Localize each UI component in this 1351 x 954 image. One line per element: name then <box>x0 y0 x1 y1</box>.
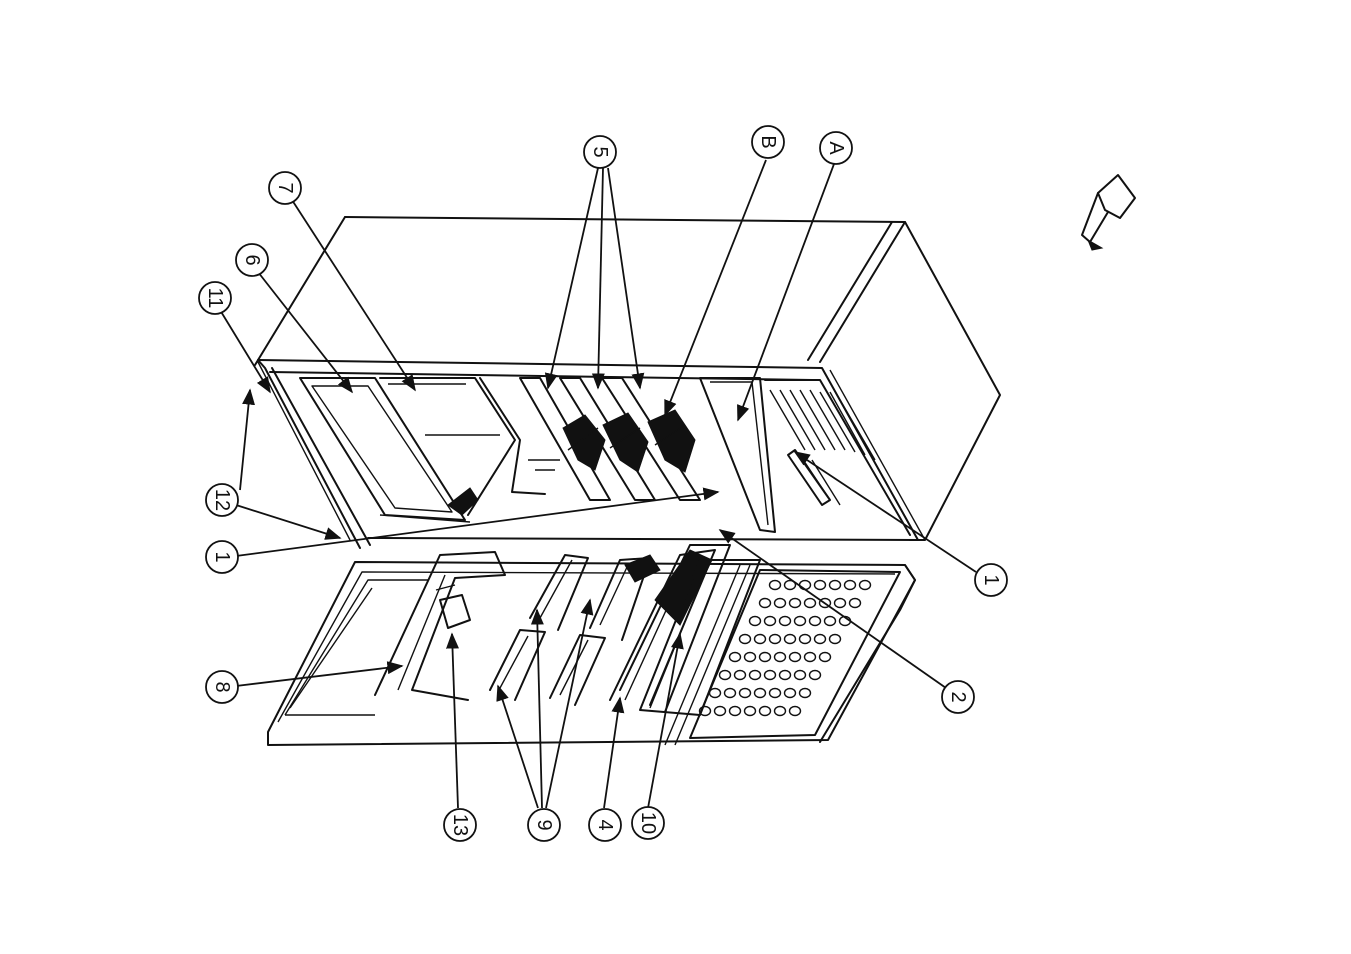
callout-text: 13 <box>449 814 471 836</box>
perforation-hole <box>815 635 826 644</box>
callout-text: 6 <box>241 254 263 265</box>
perforation-hole <box>730 707 741 716</box>
callout-cB: B <box>752 126 784 158</box>
callout-text: B <box>757 135 779 148</box>
callout-c1a: 1 <box>206 541 238 573</box>
perforation-hole <box>760 599 771 608</box>
perforation-hole <box>750 671 761 680</box>
perforation-hole <box>800 689 811 698</box>
perforation-hole <box>790 599 801 608</box>
door-perforated-panel <box>690 570 900 738</box>
callout-c13: 13 <box>444 809 476 841</box>
callout-c9: 9 <box>528 809 560 841</box>
orientation-icon <box>1082 175 1135 250</box>
perforation-hole <box>860 581 871 590</box>
callout-text: 10 <box>637 812 659 834</box>
perforation-hole <box>745 707 756 716</box>
callout-text: 5 <box>589 146 611 157</box>
perforation-hole <box>845 581 856 590</box>
callout-text: 2 <box>947 691 969 702</box>
dairy-compartment <box>375 552 505 700</box>
callout-text: 7 <box>274 182 296 193</box>
callout-text: 9 <box>533 819 555 830</box>
perforation-hole <box>740 635 751 644</box>
callout-c2: 2 <box>942 681 974 713</box>
perforation-hole <box>785 689 796 698</box>
perforation-hole <box>795 671 806 680</box>
perforation-hole <box>825 617 836 626</box>
callout-c7: 7 <box>269 172 301 204</box>
perforation-hole <box>770 635 781 644</box>
callout-text: 1 <box>980 574 1002 585</box>
perforation-hole <box>775 707 786 716</box>
callout-text: 11 <box>204 288 226 309</box>
perforation-hole <box>770 689 781 698</box>
perforation-hole <box>810 671 821 680</box>
perforation-hole <box>850 599 861 608</box>
leader-lines <box>220 160 976 808</box>
perforation-hole <box>745 653 756 662</box>
perforation-hole <box>720 671 731 680</box>
freezer-compartment <box>300 378 515 522</box>
callout-c12: 12 <box>206 484 238 516</box>
callout-c8: 8 <box>206 671 238 703</box>
callout-c4: 4 <box>589 809 621 841</box>
perforation-hole <box>715 707 726 716</box>
callout-c10: 10 <box>632 807 664 839</box>
callout-c1b: 1 <box>975 564 1007 596</box>
door-bins <box>490 555 650 705</box>
perforation-hole <box>760 707 771 716</box>
perforation-hole <box>765 671 776 680</box>
callout-cA: A <box>820 132 852 164</box>
perforation-hole <box>820 653 831 662</box>
perforation-hole <box>710 689 721 698</box>
perforation-hole <box>790 653 801 662</box>
perforation-hole <box>805 653 816 662</box>
callout-c6: 6 <box>236 244 268 276</box>
perforation-hole <box>795 617 806 626</box>
perforation-hole <box>775 653 786 662</box>
perforation-hole <box>740 689 751 698</box>
callout-c11: 11 <box>199 282 231 314</box>
perforation-hole <box>780 617 791 626</box>
perforation-hole <box>835 599 846 608</box>
perforation-hole <box>760 653 771 662</box>
perforation-hole <box>725 689 736 698</box>
perforation-hole <box>750 617 761 626</box>
perforation-hole <box>830 581 841 590</box>
perforation-hole <box>800 581 811 590</box>
perforation-hole <box>790 707 801 716</box>
perforation-hole <box>770 581 781 590</box>
callout-text: A <box>825 141 847 155</box>
perforation-hole <box>785 635 796 644</box>
perforation-hole <box>755 689 766 698</box>
perforation-hole <box>815 581 826 590</box>
perforation-hole <box>735 671 746 680</box>
perforation-hole <box>775 599 786 608</box>
callout-text: 1 <box>211 551 233 562</box>
callout-text: 8 <box>211 681 233 692</box>
perforation-hole <box>755 635 766 644</box>
callout-text: 4 <box>594 819 616 830</box>
perforation-hole <box>805 599 816 608</box>
callout-text: 12 <box>211 489 233 511</box>
callout-c5: 5 <box>584 136 616 168</box>
perforation-hole <box>780 671 791 680</box>
perforation-hole <box>765 617 776 626</box>
perforation-hole <box>800 635 811 644</box>
perforation-hole <box>810 617 821 626</box>
perforation-hole <box>830 635 841 644</box>
perforation-hole <box>730 653 741 662</box>
